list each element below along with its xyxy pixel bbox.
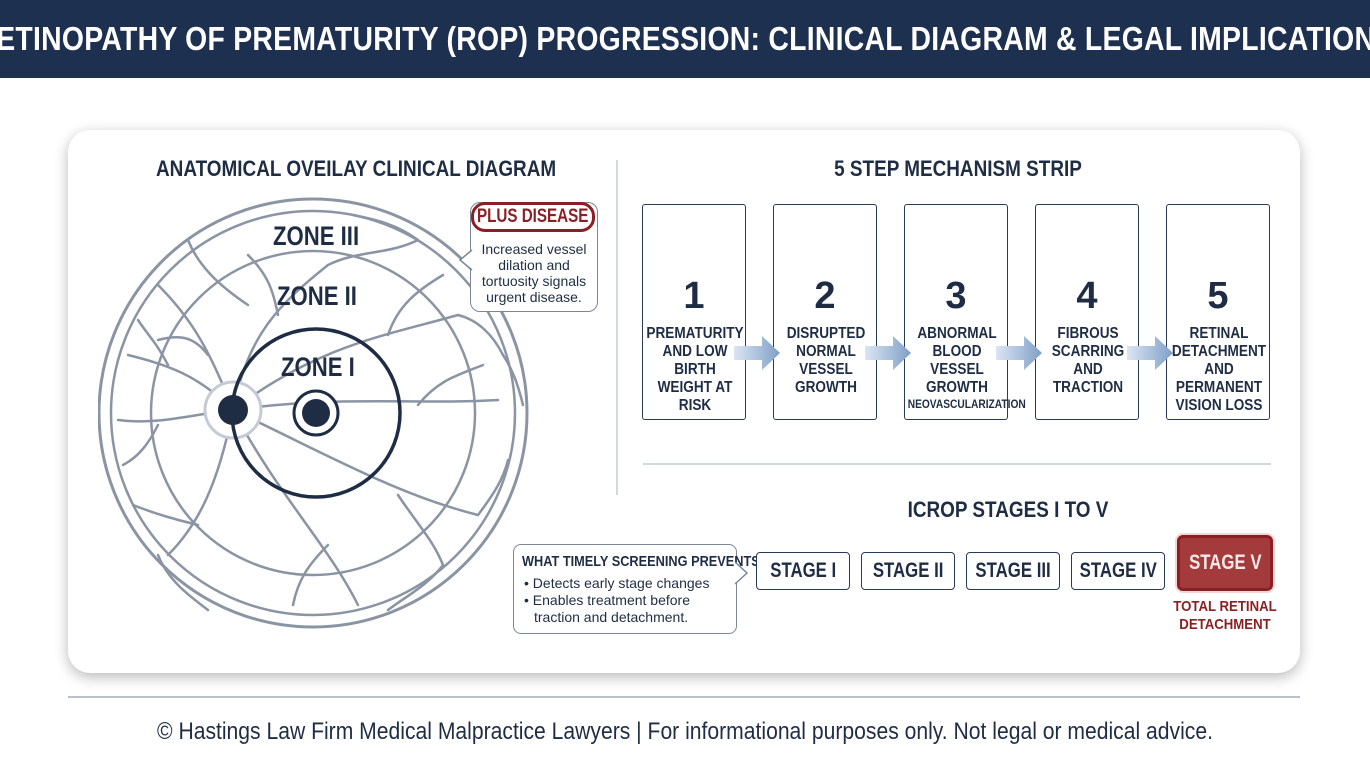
step-card-1: 1 PREMATURITY AND LOW BIRTH WEIGHT AT RI…: [642, 204, 746, 420]
stage-v-caption: TOTAL RETINAL DETACHMENT: [1173, 598, 1277, 633]
zone-iii-outer-ring: [98, 197, 529, 629]
stage-label: STAGE III: [975, 559, 1051, 582]
footer-divider: [68, 696, 1300, 698]
page-title: RETINOPATHY OF PREMATURITY (ROP) PROGRES…: [0, 20, 1370, 57]
zone-ii-ring: [149, 249, 477, 577]
stage-v-button[interactable]: STAGE V: [1177, 535, 1273, 591]
zone-iii-inner-ring: [109, 209, 517, 617]
step-card-4: 4 FIBROUS SCARRING AND TRACTION: [1035, 204, 1139, 420]
zone-iii-label: ZONE III: [273, 221, 360, 251]
stage-i-button[interactable]: STAGE I: [756, 552, 850, 590]
step-card-2: 2 DISRUPTED NORMAL VESSEL GROWTH: [773, 204, 877, 420]
screening-list: Detects early stage changes Enables trea…: [524, 575, 734, 626]
anatomical-diagram-heading: ANATOMICAL OVEILAY CLINICAL DIAGRAM: [156, 156, 557, 181]
stage-iv-button[interactable]: STAGE IV: [1071, 552, 1165, 590]
plus-disease-text: Increased vessel dilation and tortuosity…: [481, 241, 587, 305]
step-number: 4: [1076, 275, 1098, 317]
step-text: DISRUPTED NORMAL VESSEL GROWTH: [786, 325, 866, 396]
screening-title: WHAT TIMELY SCREENING PREVENTS: [522, 553, 760, 570]
step-number: 1: [683, 275, 705, 317]
stage-iii-button[interactable]: STAGE III: [966, 552, 1060, 590]
arrow-right-icon: [1127, 336, 1173, 370]
plus-disease-tag: PLUS DISEASE: [471, 202, 595, 232]
plus-disease-label: PLUS DISEASE: [477, 206, 589, 227]
title-bar: RETINOPATHY OF PREMATURITY (ROP) PROGRES…: [0, 0, 1370, 78]
arrow-right-icon: [734, 336, 780, 370]
stage-label: STAGE V: [1188, 551, 1262, 574]
step-card-5: 5 RETINAL DETACHMENT AND PERMANENT VISIO…: [1166, 204, 1270, 420]
retina-diagram: [98, 197, 529, 629]
arrow-right-icon: [996, 336, 1042, 370]
footer-text: © Hastings Law Firm Medical Malpractice …: [157, 718, 1213, 745]
stage-label: STAGE II: [872, 559, 944, 582]
callout-pointer: [458, 249, 473, 271]
stage-label: STAGE IV: [1079, 559, 1157, 582]
vertical-divider: [616, 160, 618, 495]
retinal-vessels: [116, 213, 525, 612]
horizontal-divider: [643, 463, 1271, 465]
step-subtext: NEOVASCULARIZATION: [907, 397, 1026, 411]
stage-ii-button[interactable]: STAGE II: [861, 552, 955, 590]
callout-pointer: [734, 561, 749, 585]
arrow-right-icon: [865, 336, 911, 370]
step-text: RETINAL DETACHMENT AND PERMANENT VISION …: [1171, 325, 1267, 414]
zone-i-ring: [230, 327, 402, 499]
stages-heading: ICROP STAGES I TO V: [907, 497, 1109, 522]
step-text: PREMATURITY AND LOW BIRTH WEIGHT AT RISK: [646, 325, 744, 414]
list-item: Detects early stage changes: [524, 575, 734, 592]
step-number: 5: [1207, 275, 1229, 317]
screening-callout: WHAT TIMELY SCREENING PREVENTS Detects e…: [513, 544, 760, 634]
step-number: 2: [814, 275, 836, 317]
step-number: 3: [945, 275, 967, 317]
list-item: Enables treatment before traction and de…: [524, 592, 734, 626]
zone-ii-label: ZONE II: [277, 281, 357, 311]
zone-i-label: ZONE I: [281, 352, 355, 382]
plus-disease-callout: PLUS DISEASE Increased vessel dilation a…: [470, 202, 598, 312]
mechanism-heading: 5 STEP MECHANISM STRIP: [834, 156, 1082, 181]
stage-label: STAGE I: [770, 559, 836, 582]
step-text: FIBROUS SCARRING AND TRACTION: [1051, 325, 1125, 396]
main-card: ANATOMICAL OVEILAY CLINICAL DIAGRAM: [68, 130, 1300, 673]
